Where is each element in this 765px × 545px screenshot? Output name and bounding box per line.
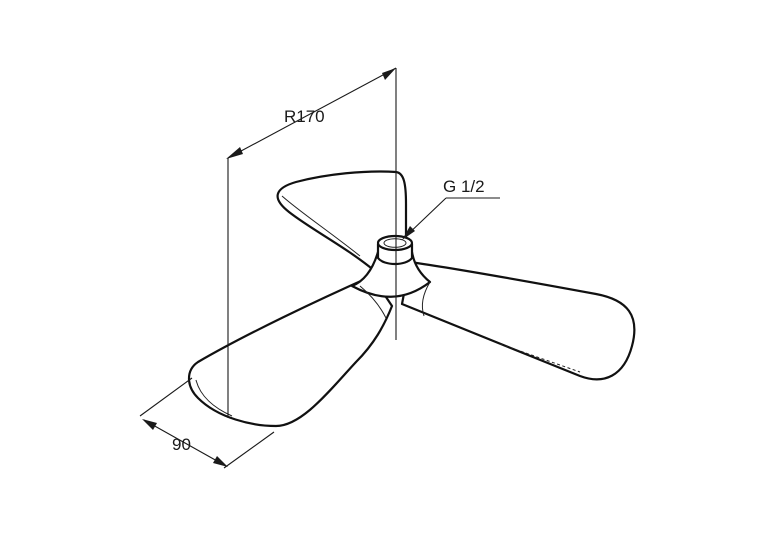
radius-dimension-line <box>227 67 397 159</box>
width-extension-top <box>139 377 193 417</box>
thread-bore <box>383 238 407 248</box>
blade-right <box>400 260 636 381</box>
radius-arrow-right <box>382 68 396 80</box>
blade-lower-left <box>187 274 394 428</box>
width-dimension-line <box>143 419 227 467</box>
radius-arrow-left <box>226 147 243 159</box>
hub-body <box>350 250 432 298</box>
width-dimension-label: 90 <box>172 435 191 454</box>
thread-connector-top <box>376 234 414 252</box>
hub-seam-right <box>421 281 431 317</box>
width-arrow-bottom <box>213 456 228 467</box>
radius-dimension-label: R170 <box>284 107 325 126</box>
blade-top-left <box>276 170 408 274</box>
thread-leader-arrow <box>402 226 415 240</box>
width-arrow-top <box>142 419 157 430</box>
upper-blade-inner-edge <box>281 195 361 257</box>
hub-seam-left <box>359 285 387 319</box>
thread-dimension-label: G 1/2 <box>443 177 485 196</box>
width-extension-bottom <box>223 431 275 469</box>
